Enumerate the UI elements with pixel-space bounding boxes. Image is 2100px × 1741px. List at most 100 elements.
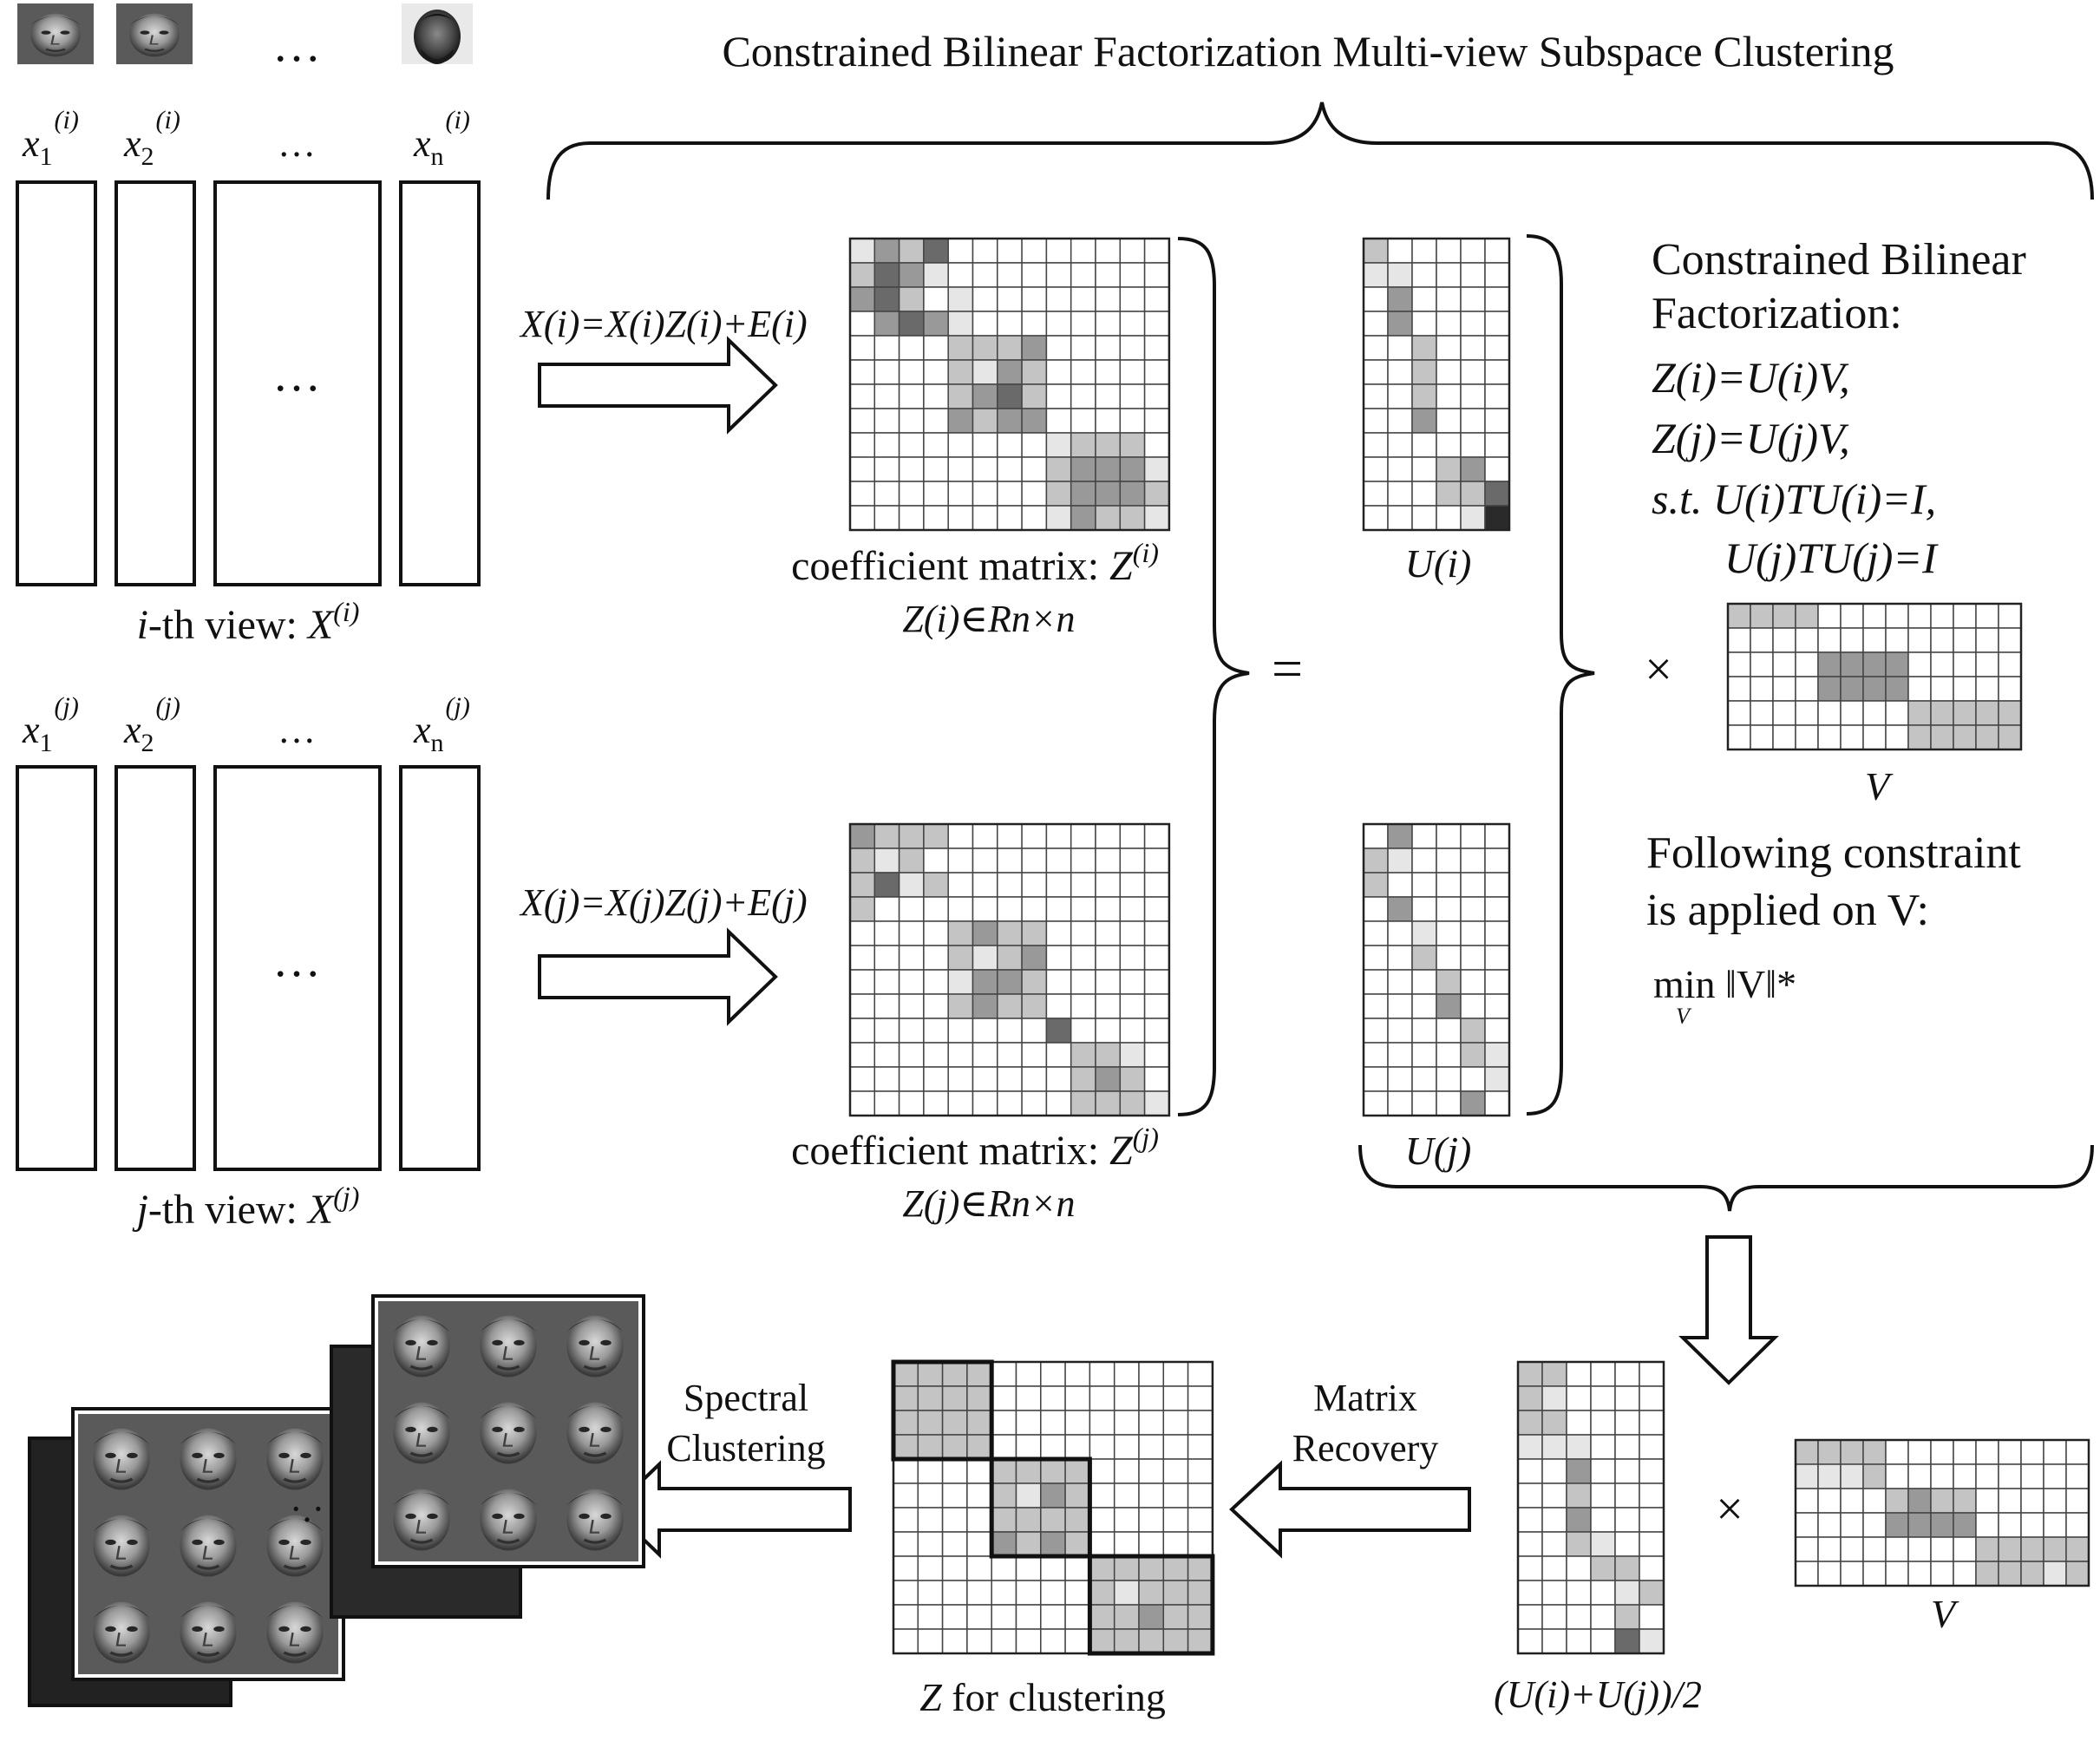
coef-i-domain: Z(i)∈Rn×n (902, 598, 1075, 640)
matrix-cell (1387, 920, 1413, 946)
matrix-cell (1070, 1066, 1096, 1092)
matrix-cell (1113, 1531, 1140, 1557)
matrix-cell (1517, 1555, 1543, 1581)
matrix-cell (1040, 1531, 1066, 1557)
u-i-label: U(i) (1405, 541, 1472, 586)
matrix-cell (1045, 359, 1072, 385)
matrix-cell (1930, 1463, 1954, 1489)
matrix-cell (971, 1066, 998, 1092)
u-i-matrix (1362, 237, 1511, 532)
matrix-cell (1411, 481, 1437, 507)
matrix-cell (1907, 1512, 1932, 1538)
matrix-cell (1095, 1090, 1122, 1116)
matrix-cell (873, 823, 900, 849)
matrix-cell (898, 383, 925, 409)
matrix-cell (873, 238, 900, 264)
matrix-cell (1460, 1066, 1486, 1092)
matrix-cell (1095, 993, 1122, 1019)
matrix-cell (1387, 383, 1413, 409)
matrix-cell (947, 505, 974, 531)
matrix-cell (923, 383, 949, 409)
equation-view-j: X(j)=X(j)Z(j)+E(j) (519, 881, 808, 924)
matrix-cell (1040, 1385, 1066, 1411)
matrix-cell (2065, 1463, 2090, 1489)
matrix-cell (898, 945, 925, 971)
matrix-cell (1143, 238, 1170, 264)
matrix-cell (1639, 1555, 1665, 1581)
matrix-cell (1143, 335, 1170, 361)
matrix-cell (2065, 1512, 2090, 1538)
matrix-cell (1387, 1066, 1413, 1092)
matrix-cell (1045, 1018, 1072, 1044)
matrix-cell (1021, 1042, 1048, 1068)
matrix-cell (873, 432, 900, 458)
matrix-cell (1045, 286, 1072, 312)
matrix-cell (1187, 1507, 1214, 1533)
v-matrix-top (1726, 602, 2023, 751)
matrix-cell (1387, 823, 1413, 849)
matrix-cell (1840, 676, 1864, 702)
matrix-cell (1614, 1628, 1640, 1654)
matrix-cell (1143, 920, 1170, 946)
matrix-cell (991, 1385, 1017, 1411)
matrix-cell (1162, 1555, 1189, 1581)
face-thumbnail-2 (114, 2, 194, 66)
matrix-cell (917, 1410, 944, 1436)
matrix-cell (1095, 920, 1122, 946)
matrix-cell (1143, 408, 1170, 434)
matrix-cell (941, 1410, 968, 1436)
u-j-label: U(j) (1405, 1129, 1472, 1173)
matrix-cell (1070, 1042, 1096, 1068)
matrix-cell (917, 1531, 944, 1557)
matrix-cell (1460, 481, 1486, 507)
face-image (250, 1586, 340, 1676)
matrix-cell (1143, 993, 1170, 1019)
matrix-cell (1045, 238, 1072, 264)
matrix-cell (1411, 262, 1437, 288)
matrix-cell (923, 432, 949, 458)
matrix-cell (1817, 1439, 1842, 1465)
matrix-border (848, 822, 1171, 1117)
matrix-cell (1907, 1463, 1932, 1489)
matrix-cell (1363, 408, 1389, 434)
matrix-cell (1436, 311, 1462, 337)
matrix-cell (1975, 1512, 1999, 1538)
matrix-cell (1750, 627, 1774, 653)
matrix-cell (1998, 724, 2022, 750)
matrix-cell (1460, 311, 1486, 337)
matrix-cell (1363, 311, 1389, 337)
matrix-cell (1930, 603, 1954, 629)
v-bottom-label: V (1931, 1592, 1959, 1636)
matrix-cell (997, 1018, 1023, 1044)
matrix-cell (898, 408, 925, 434)
matrix-cell (898, 311, 925, 337)
cluster-block-outline (891, 1359, 994, 1462)
matrix-cell (923, 1018, 949, 1044)
matrix-cell (1885, 676, 1909, 702)
matrix-cell (1975, 1536, 1999, 1562)
matrix-cell (1040, 1361, 1066, 1387)
matrix-cell (1907, 651, 1932, 677)
matrix-cell (1590, 1507, 1616, 1533)
matrix-cell (971, 262, 998, 288)
matrix-cell (1998, 1512, 2022, 1538)
matrix-cell (1113, 1410, 1140, 1436)
matrix-cell (1795, 1488, 1819, 1514)
matrix-cell (947, 1090, 974, 1116)
matrix-cell (1119, 408, 1146, 434)
matrix-cell (1541, 1507, 1567, 1533)
matrix-cell (1795, 724, 1819, 750)
matrix-cell (1143, 383, 1170, 409)
matrix-cell (1070, 262, 1096, 288)
matrix-cell (1795, 1536, 1819, 1562)
matrix-cell (1095, 1066, 1122, 1092)
matrix-cell (1484, 383, 1510, 409)
matrix-cell (1411, 456, 1437, 482)
matrix-cell (1817, 1561, 1842, 1587)
matrix-cell (1387, 896, 1413, 922)
matrix-cell (1517, 1604, 1543, 1630)
matrix-cell (947, 969, 974, 995)
matrix-cell (1387, 286, 1413, 312)
matrix-cell (1975, 1488, 1999, 1514)
matrix-cell (1411, 945, 1437, 971)
